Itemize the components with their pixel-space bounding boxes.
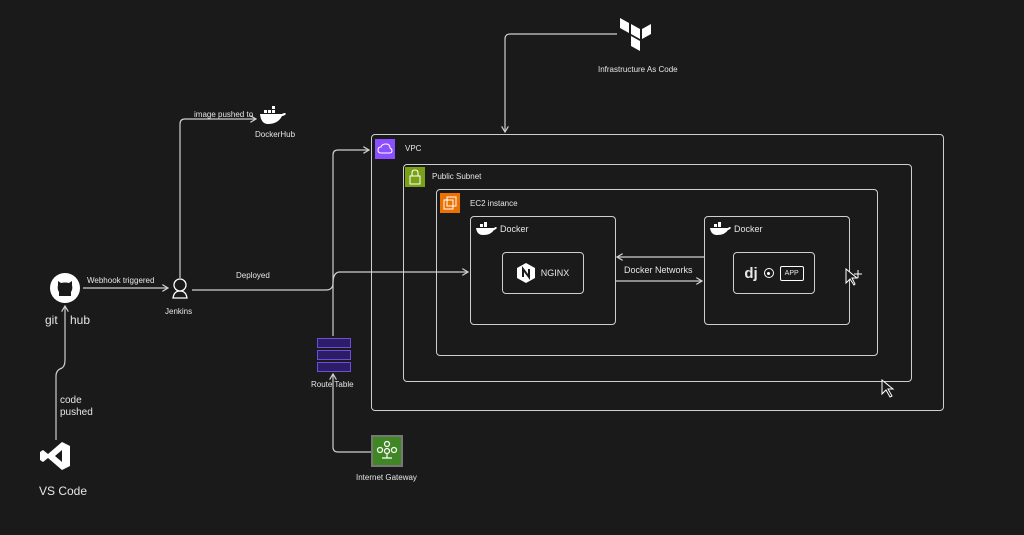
route-table-icon (317, 338, 351, 372)
nginx-icon (516, 263, 535, 283)
github-label-hub: hub (70, 313, 91, 327)
ec2-instance-group (436, 189, 878, 356)
public-subnet-label: Public Subnet (432, 172, 482, 181)
github-label-git: git (45, 313, 58, 327)
docker-whale-icon (709, 222, 731, 236)
terraform-icon (618, 16, 652, 52)
ec2-label: EC2 instance (470, 199, 518, 208)
igw-to-route-line (333, 374, 372, 453)
vpc-group (371, 134, 944, 411)
code-pushed-line1: code (60, 395, 82, 406)
nginx-label: NGINX (540, 268, 570, 278)
app-label: APP (779, 265, 804, 281)
target-icon (763, 268, 774, 278)
vpc-entry-line (332, 150, 369, 290)
vscode-icon[interactable] (38, 440, 72, 472)
docker-whale-icon (258, 106, 286, 126)
route-table-label: Route Table (311, 380, 354, 389)
internet-gateway-label: Internet Gateway (356, 473, 417, 482)
nginx-service[interactable]: NGINX (502, 252, 584, 294)
github-icon[interactable] (49, 272, 81, 304)
code-pushed-line2: pushed (60, 407, 93, 418)
ec2-icon (440, 193, 460, 213)
deployed-label: Deployed (236, 271, 270, 280)
django-app-service[interactable]: dj APP (733, 252, 815, 294)
docker-container-app[interactable] (704, 216, 850, 325)
image-push-line (179, 119, 256, 278)
vscode-label: VS Code (39, 484, 88, 498)
lock-icon (405, 167, 425, 187)
docker-networks-label: Docker Networks (624, 265, 693, 275)
docker-left-label: Docker (500, 224, 529, 234)
django-logo: dj (744, 264, 758, 282)
webhook-label: Webhook triggered (87, 276, 155, 285)
docker-right-label: Docker (734, 224, 763, 234)
vpc-label: VPC (405, 144, 422, 153)
dockerhub-label: DockerHub (255, 130, 296, 139)
pointer-cursor-icon (881, 379, 895, 398)
code-pushed-label: code pushed (60, 395, 93, 419)
terraform-label: Infrastructure As Code (598, 65, 678, 74)
move-cursor-icon (845, 268, 862, 286)
public-subnet-group (403, 164, 912, 382)
internet-gateway-icon (371, 435, 403, 467)
terraform-to-vpc-line (505, 33, 617, 132)
vpc-cloud-icon (375, 139, 395, 159)
docker-container-nginx[interactable] (470, 216, 616, 325)
jenkins-label: Jenkins (165, 307, 193, 316)
docker-whale-icon (475, 222, 497, 236)
image-pushed-label: image pushed to (194, 110, 254, 119)
vscode-to-github-line (55, 306, 65, 440)
jenkins-icon (170, 277, 190, 299)
